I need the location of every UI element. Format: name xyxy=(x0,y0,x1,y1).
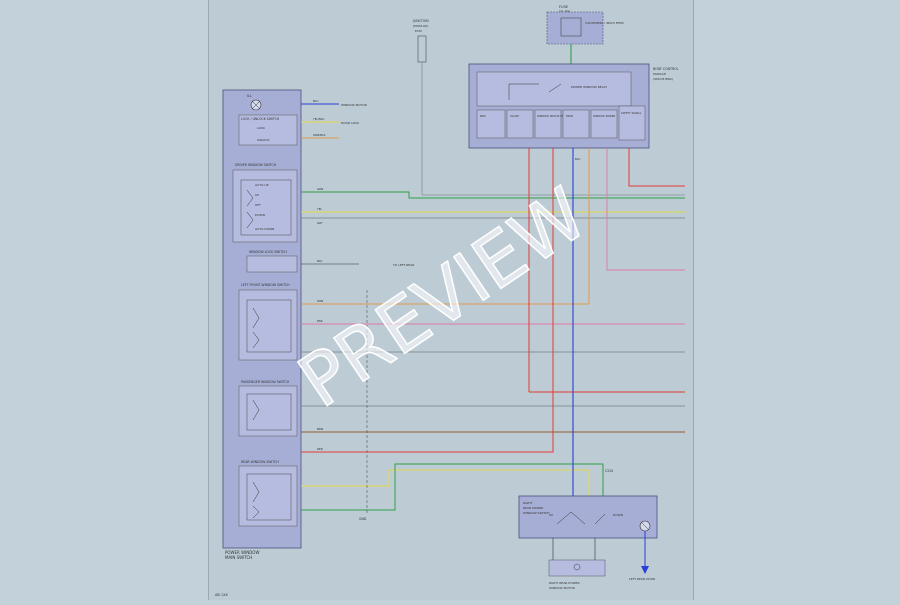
rr-switch-title-3: WINDOW SWITCH xyxy=(523,511,549,515)
rear-window-switch xyxy=(238,465,298,527)
ground-label: GND xyxy=(359,517,367,521)
left-front-window-switch xyxy=(238,289,298,361)
main-switch-label-1: POWER WINDOW xyxy=(225,550,259,555)
top-fuse-note: (LIN POWER) / (MULTI FEED) xyxy=(585,21,624,25)
auto-down-label: AUTO DOWN xyxy=(255,227,274,231)
wire-yellow-rear xyxy=(301,469,590,496)
junction-sub1: (MODULE) xyxy=(413,24,428,28)
rr-down-label: DOWN xyxy=(613,513,623,517)
bcm-cell-d-label: PWR xyxy=(566,114,573,118)
wiring-diagram: POWER WINDOW MAIN SWITCH ILL LOCK / UNLO… xyxy=(215,5,685,597)
left-front-label: LEFT FRONT WINDOW SWITCH xyxy=(241,283,290,287)
dest-window-motor: WINDOW MOTOR xyxy=(341,103,367,107)
top-fuse-label: FUSE xyxy=(559,5,568,9)
up-label: UP xyxy=(255,193,259,197)
window-lock-switch xyxy=(246,255,298,273)
rr-motor-label-2: WINDOW MOTOR xyxy=(549,586,575,590)
main-switch-label-2: MAIN SWITCH xyxy=(225,555,252,560)
right-rear-window-switch xyxy=(518,495,658,539)
off-label: OFF xyxy=(255,203,261,207)
junction-block xyxy=(417,35,427,63)
down-label: DOWN xyxy=(255,213,265,217)
rr-window-motor xyxy=(548,559,606,577)
sheet-id: AB 1XX xyxy=(215,593,229,597)
bcm-cell-b xyxy=(506,109,534,139)
junction-sub2: ECM xyxy=(415,29,422,33)
bcm-cell-a-label: RPA xyxy=(480,114,487,118)
relay-block xyxy=(476,71,632,107)
driver-window-switch xyxy=(232,169,298,243)
dest-door-lock: DOOR LOCK xyxy=(341,121,360,125)
rr-motor-label-1: RIGHT REAR POWER xyxy=(549,581,580,585)
wire-green-rear xyxy=(301,463,604,511)
bcm-cell-e xyxy=(590,109,618,139)
bcm-cell-f xyxy=(618,105,646,141)
dest-left-rear-door: LEFT REAR DOOR xyxy=(629,577,655,581)
lamp-label: ILL xyxy=(247,94,252,98)
bcm-title: BODY CONTROL xyxy=(653,67,679,71)
wire-label-w6: GRY xyxy=(317,221,323,225)
rr-up-label: UP xyxy=(549,513,553,517)
top-fuse-box xyxy=(546,11,604,45)
wire-label-w7: BLK xyxy=(317,259,322,263)
lock-unlock-switch xyxy=(238,114,298,146)
wire-label-w5: YEL xyxy=(317,207,322,211)
preview-watermark: PREVIEW xyxy=(284,172,601,424)
rr-switch-title-1: RIGHT xyxy=(523,501,533,505)
relay-label: POWER WINDOW RELAY xyxy=(571,85,607,89)
wire-label-w8: ORN xyxy=(317,299,323,303)
wire-label-w2: YEL/BLK xyxy=(313,117,324,121)
lock-label: LOCK xyxy=(257,126,266,130)
unlock-label: UNLOCK xyxy=(257,138,270,142)
lock-switch-label: LOCK / UNLOCK SWITCH xyxy=(241,117,280,121)
auto-up-label: AUTO UP xyxy=(255,183,269,187)
bcm-cell-a xyxy=(476,109,506,139)
top-fuse-rating: (1) 10A xyxy=(559,9,571,13)
window-lock-label: WINDOW LOCK SWITCH xyxy=(249,250,287,254)
dest-to-left-rear: TO LEFT REAR xyxy=(392,263,414,267)
wire-label-w10: RED xyxy=(317,447,323,451)
bcm-cell-d xyxy=(562,109,590,139)
wire-red-vertical-2 xyxy=(628,148,685,187)
wire-label-w9: PNK xyxy=(317,319,323,323)
connector-label: C220 xyxy=(605,469,613,473)
rr-switch-title-2: REAR POWER xyxy=(523,506,543,510)
bcm-cell-c-label: WINDOW MOTOR POWER xyxy=(537,114,570,118)
bcm-cell-e-label: WINDOW POWER xyxy=(593,114,616,118)
passenger-switch-label: PASSENGER WINDOW SWITCH xyxy=(241,380,290,384)
wire-label-w11: BLU xyxy=(575,157,580,161)
wire-green xyxy=(301,191,685,199)
wire-label-w4: GRN xyxy=(317,187,323,191)
bcm-cell-f-label: SAFETY SIGNAL xyxy=(621,111,642,115)
bcm-sub1: MODULE xyxy=(653,72,666,76)
driver-switch-label: DRIVER WINDOW SWITCH xyxy=(235,163,277,167)
passenger-window-switch xyxy=(238,385,298,437)
wire-label-w12: BRN xyxy=(317,427,323,431)
bcm-cell-c xyxy=(534,109,562,139)
bcm-cell-b-label: SLOW xyxy=(510,114,519,118)
wire-label-w1: BLU xyxy=(313,99,318,103)
diagram-sheet: POWER WINDOW MAIN SWITCH ILL LOCK / UNLO… xyxy=(208,0,694,600)
bcm-sub2: (SPLICE BRD) xyxy=(653,77,673,81)
junction-title: JUNCTION xyxy=(412,19,429,23)
rear-switch-label: REAR WINDOW SWITCH xyxy=(241,460,279,464)
wire-pink-vertical xyxy=(606,148,685,271)
wire-red-rear xyxy=(301,148,554,453)
wire-label-w3: ORN/BLK xyxy=(313,133,326,137)
